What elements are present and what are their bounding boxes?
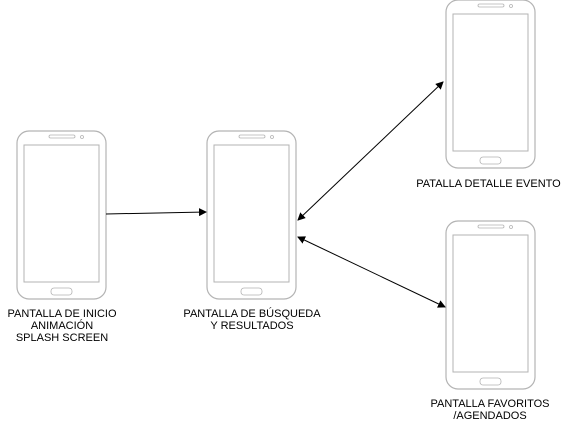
phone-favorites — [445, 220, 536, 390]
caption-search-line-2: Y RESULTADOS — [210, 320, 294, 332]
caption-favorites: PANTALLA FAVORITOS /AGENDADOS — [415, 398, 565, 422]
phone-search — [206, 130, 297, 300]
phone-detail — [445, 0, 536, 169]
arrow-search-detail — [297, 81, 444, 221]
arrow-search-favorites — [297, 236, 446, 308]
caption-detail: PATALLA DETALLE EVENTO — [406, 178, 571, 190]
caption-splash-line-1: PANTALLA DE INICIO — [7, 308, 117, 320]
caption-detail-line-1: PATALLA DETALLE EVENTO — [416, 178, 561, 190]
caption-search: PANTALLA DE BÚSQUEDA Y RESULTADOS — [172, 308, 332, 332]
caption-splash-line-2: ANIMACIÓN — [30, 320, 94, 332]
arrow-splash-to-search — [105, 208, 207, 217]
caption-favorites-line-2: /AGENDADOS — [453, 410, 527, 422]
caption-search-line-1: PANTALLA DE BÚSQUEDA — [183, 308, 321, 320]
caption-splash-line-3: SPLASH SCREEN — [15, 332, 109, 344]
phone-splash — [16, 130, 107, 300]
caption-favorites-line-1: PANTALLA FAVORITOS — [430, 398, 550, 410]
caption-splash: PANTALLA DE INICIO ANIMACIÓN SPLASH SCRE… — [0, 308, 124, 344]
